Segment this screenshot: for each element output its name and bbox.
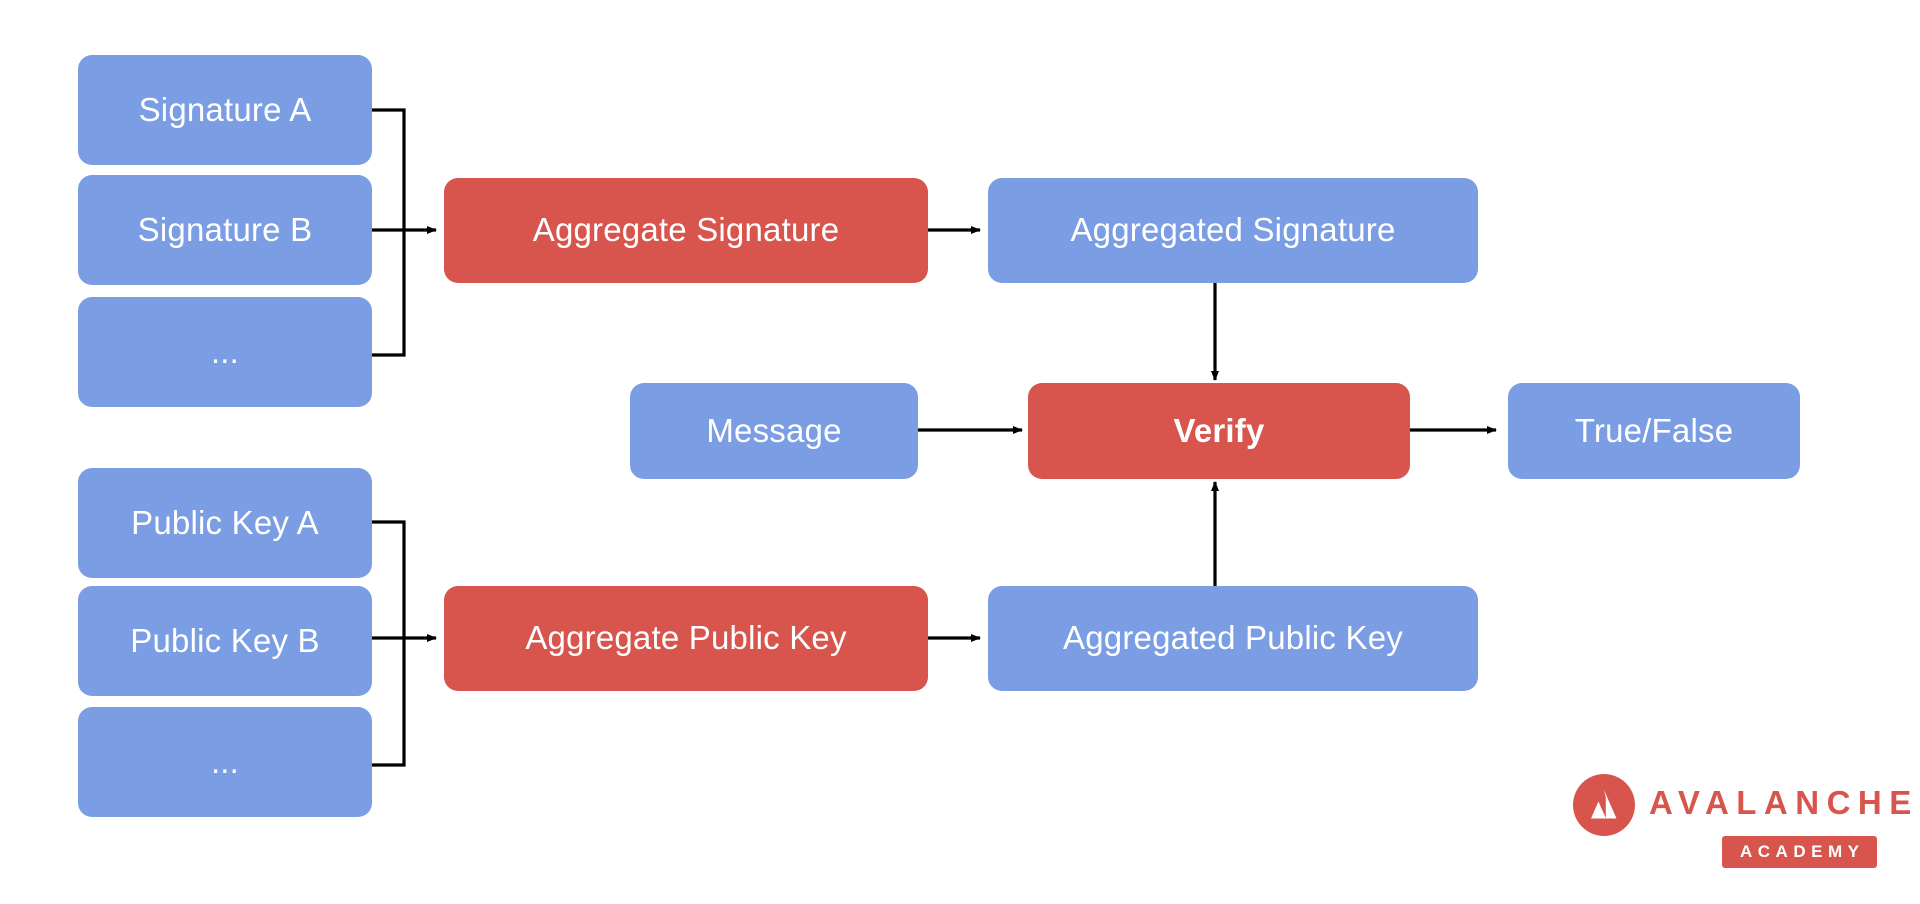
node-public-key-more-label: ... <box>210 742 240 780</box>
avalanche-wordmark: AVALANCHE <box>1649 784 1919 821</box>
node-message-label: Message <box>706 411 842 449</box>
node-public-key-a-label: Public Key A <box>131 503 319 541</box>
node-signature-more[interactable]: ... <box>78 297 372 407</box>
node-signature-a[interactable]: Signature A <box>78 55 372 165</box>
node-signature-b[interactable]: Signature B <box>78 175 372 285</box>
node-aggregate-signature-label: Aggregate Signature <box>532 211 840 249</box>
node-public-key-more[interactable]: ... <box>78 707 372 817</box>
node-signature-a-label: Signature A <box>138 90 312 128</box>
node-aggregate-signature[interactable]: Aggregate Signature <box>444 178 928 283</box>
avalanche-academy-logo: AVALANCHE ACADEMY <box>1573 770 1911 880</box>
node-signature-more-label: ... <box>210 332 240 370</box>
node-verify-label: Verify <box>1173 411 1265 449</box>
node-true-false[interactable]: True/False <box>1508 383 1800 479</box>
node-verify[interactable]: Verify <box>1028 383 1410 479</box>
node-aggregated-public-key-label: Aggregated Public Key <box>1063 619 1403 657</box>
node-aggregate-public-key[interactable]: Aggregate Public Key <box>444 586 928 691</box>
node-public-key-b[interactable]: Public Key B <box>78 586 372 696</box>
node-public-key-a[interactable]: Public Key A <box>78 468 372 578</box>
edge-public-key-a-to-bus <box>372 520 406 638</box>
node-signature-b-label: Signature B <box>137 210 313 248</box>
academy-badge: ACADEMY <box>1722 836 1878 868</box>
node-aggregate-public-key-label: Aggregate Public Key <box>525 619 847 657</box>
node-aggregated-signature[interactable]: Aggregated Signature <box>988 178 1478 283</box>
node-aggregated-signature-label: Aggregated Signature <box>1070 211 1396 249</box>
edge-signature-a-to-bus <box>372 108 406 230</box>
avalanche-mark-circle <box>1573 774 1635 836</box>
edge-signature-more-to-bus <box>372 230 406 357</box>
node-public-key-b-label: Public Key B <box>130 621 320 659</box>
avalanche-triangle-icon <box>1591 789 1617 819</box>
node-aggregated-public-key[interactable]: Aggregated Public Key <box>988 586 1478 691</box>
node-true-false-label: True/False <box>1574 411 1734 449</box>
edge-public-key-more-to-bus <box>372 638 406 767</box>
node-message[interactable]: Message <box>630 383 918 479</box>
